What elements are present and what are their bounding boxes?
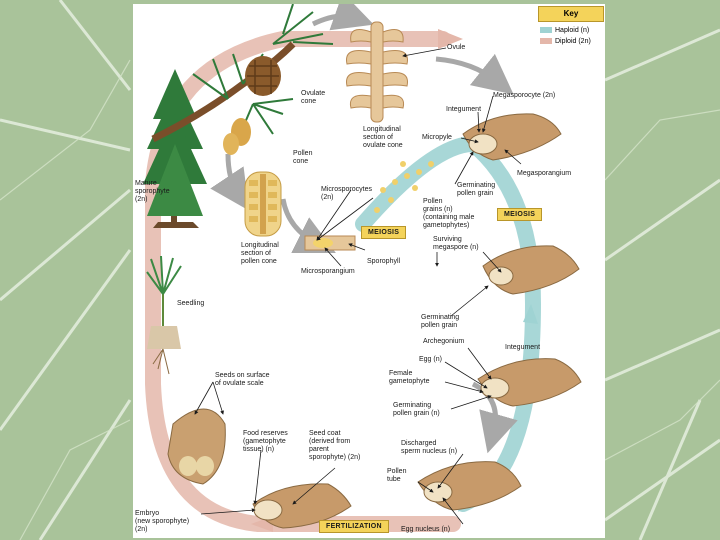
label-longitudinal-ovulate: Longitudinal section of ovulate cone (363, 126, 403, 150)
stage-meiosis-right: MEIOSIS (497, 208, 542, 221)
label-archegonium: Archegonium (423, 338, 464, 346)
label-germinating-pollen-1: Germinating pollen grain (457, 182, 495, 198)
label-microsporocytes: Microsporocytes (2n) (321, 186, 372, 202)
label-egg-nucleus: Egg nucleus (n) (401, 526, 450, 534)
label-micropyle: Micropyle (422, 134, 452, 142)
label-megasporocyte: Megasporocyte (2n) (493, 92, 555, 100)
key-diploid-label: Diploid (2n) (555, 38, 591, 45)
label-germinating-pollen-3: Germinating pollen grain (n) (393, 402, 440, 418)
label-seedling: Seedling (177, 300, 204, 308)
pollen-cone-section (245, 172, 281, 236)
ovule-stage-3 (478, 359, 581, 406)
label-megasporangium: Megasporangium (517, 170, 571, 178)
key-diploid-row: Diploid (2n) (540, 37, 591, 46)
label-seeds-on-surface: Seeds on surface of ovulate scale (215, 372, 269, 388)
label-mature-sporophyte: Mature sporophyte (2n) (135, 180, 170, 204)
ovulate-cone-section (347, 22, 408, 122)
microsporangium-figure (305, 236, 355, 250)
stage-fertilization: FERTILIZATION (319, 520, 389, 533)
label-surviving-megaspore: Surviving megaspore (n) (433, 236, 479, 252)
mature-sporophyte-tree (143, 69, 207, 228)
label-discharged-sperm: Discharged sperm nucleus (n) (401, 440, 457, 456)
key-title: Key (538, 6, 604, 22)
label-integument: Integument (446, 106, 481, 114)
label-female-gametophyte: Female gametophyte (389, 370, 429, 386)
diploid-swatch (540, 38, 552, 44)
label-integument-2: Integument (505, 344, 540, 352)
ovule-stage-4 (418, 462, 521, 510)
label-pollen-grains: Pollen grains (n) (containing male gamet… (423, 198, 474, 230)
pine-life-cycle-diagram (133, 4, 605, 538)
label-embryo: Embryo (new sporophyte) (2n) (135, 510, 189, 534)
slide-panel: Key Haploid (n) Diploid (2n) Ovule Ovula… (133, 4, 605, 538)
ovulate-cone (245, 56, 281, 96)
label-pollen-tube: Pollen tube (387, 468, 406, 484)
key-legend: Key Haploid (n) Diploid (2n) (538, 6, 604, 50)
label-pollen-cone: Pollen cone (293, 150, 312, 166)
label-longitudinal-pollen: Longitudinal section of pollen cone (241, 242, 279, 266)
label-sporophyll: Sporophyll (367, 258, 400, 266)
key-haploid-row: Haploid (n) (540, 26, 589, 35)
key-haploid-label: Haploid (n) (555, 27, 589, 34)
label-ovulate-cone: Ovulate cone (301, 90, 325, 106)
label-ovule: Ovule (447, 44, 465, 52)
ovule-stage-1 (463, 114, 561, 160)
label-egg: Egg (n) (419, 356, 442, 364)
pollen-cone (223, 118, 251, 155)
haploid-swatch (540, 27, 552, 33)
label-germinating-pollen-2: Germinating pollen grain (421, 314, 459, 330)
stage-meiosis-left: MEIOSIS (361, 226, 406, 239)
label-seed-coat: Seed coat (derived from parent sporophyt… (309, 430, 360, 462)
ovule-stage-2 (483, 246, 579, 294)
label-microsporangium: Microsporangium (301, 268, 355, 276)
label-food-reserves: Food reserves (gametophyte tissue) (n) (243, 430, 288, 454)
